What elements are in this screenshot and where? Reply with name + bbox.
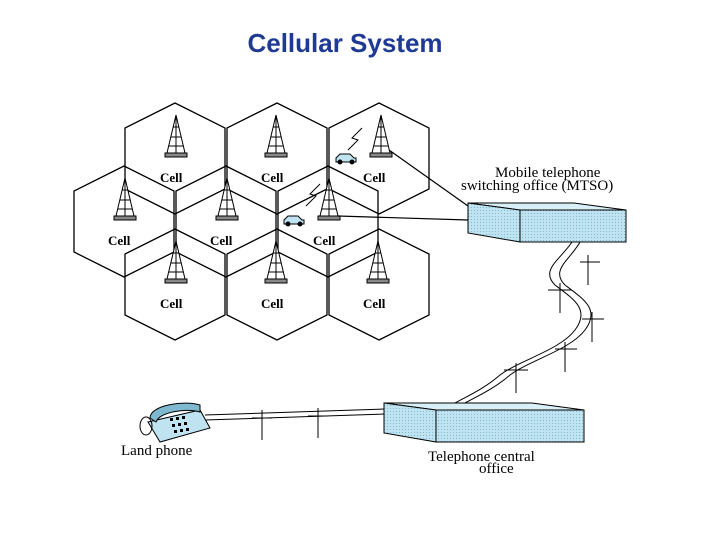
cell-tower-icon: [215, 177, 239, 221]
cell-label: Cell: [160, 296, 183, 311]
mtso-label-line2: switching office (MTSO): [461, 178, 613, 194]
telephone-pole-icon: [252, 408, 328, 440]
cell-labels: Cell Cell Cell Cell Cell Cell Cell Cell …: [108, 170, 386, 311]
cell-label: Cell: [108, 233, 131, 248]
cell-label: Cell: [160, 170, 183, 185]
central-office-label-line2: office: [479, 461, 514, 477]
cell-hex: [226, 228, 328, 341]
mtso-office: [467, 202, 627, 243]
cell-tower-icon: [164, 240, 188, 284]
cell-hex: [124, 102, 226, 215]
cell-hex: [124, 228, 226, 341]
land-line: [204, 408, 385, 421]
mobile-units: [283, 127, 363, 227]
cell-tower-icon: [366, 240, 390, 284]
cell-hex: [277, 165, 379, 278]
cell-hex: [328, 228, 430, 341]
cell-label: Cell: [363, 170, 386, 185]
cell-label: Cell: [210, 233, 233, 248]
cell-hex: [73, 165, 175, 278]
cell-grid: [73, 102, 430, 341]
land-phone-label: Land phone: [121, 443, 193, 459]
telephone-icon: [139, 402, 211, 443]
lightning-icon: [305, 183, 321, 207]
car-icon: [335, 153, 357, 165]
mtso-label-line1: Mobile telephone: [495, 165, 601, 181]
central-office: [383, 402, 585, 443]
cell-label: Cell: [363, 296, 386, 311]
lightning-icon: [347, 127, 363, 151]
towers: [113, 114, 393, 284]
tower-links: [337, 149, 469, 221]
central-office-label-line1: Telephone central: [428, 449, 535, 465]
cell-label: Cell: [261, 170, 284, 185]
cell-tower-icon: [369, 114, 393, 158]
cell-tower-icon: [317, 177, 341, 221]
cell-tower-icon: [164, 114, 188, 158]
slide-title: Cellular System: [247, 28, 443, 58]
cell-label: Cell: [261, 296, 284, 311]
cell-tower-icon: [264, 240, 288, 284]
cell-tower-icon: [264, 114, 288, 158]
telephone-pole-icon: [504, 255, 604, 393]
car-icon: [283, 215, 305, 227]
cell-label: Cell: [313, 233, 336, 248]
cell-tower-icon: [113, 177, 137, 221]
cell-hex: [226, 102, 328, 215]
cell-hex: [328, 102, 430, 215]
cell-hex: [175, 165, 277, 278]
trunk-lines: [454, 241, 592, 404]
